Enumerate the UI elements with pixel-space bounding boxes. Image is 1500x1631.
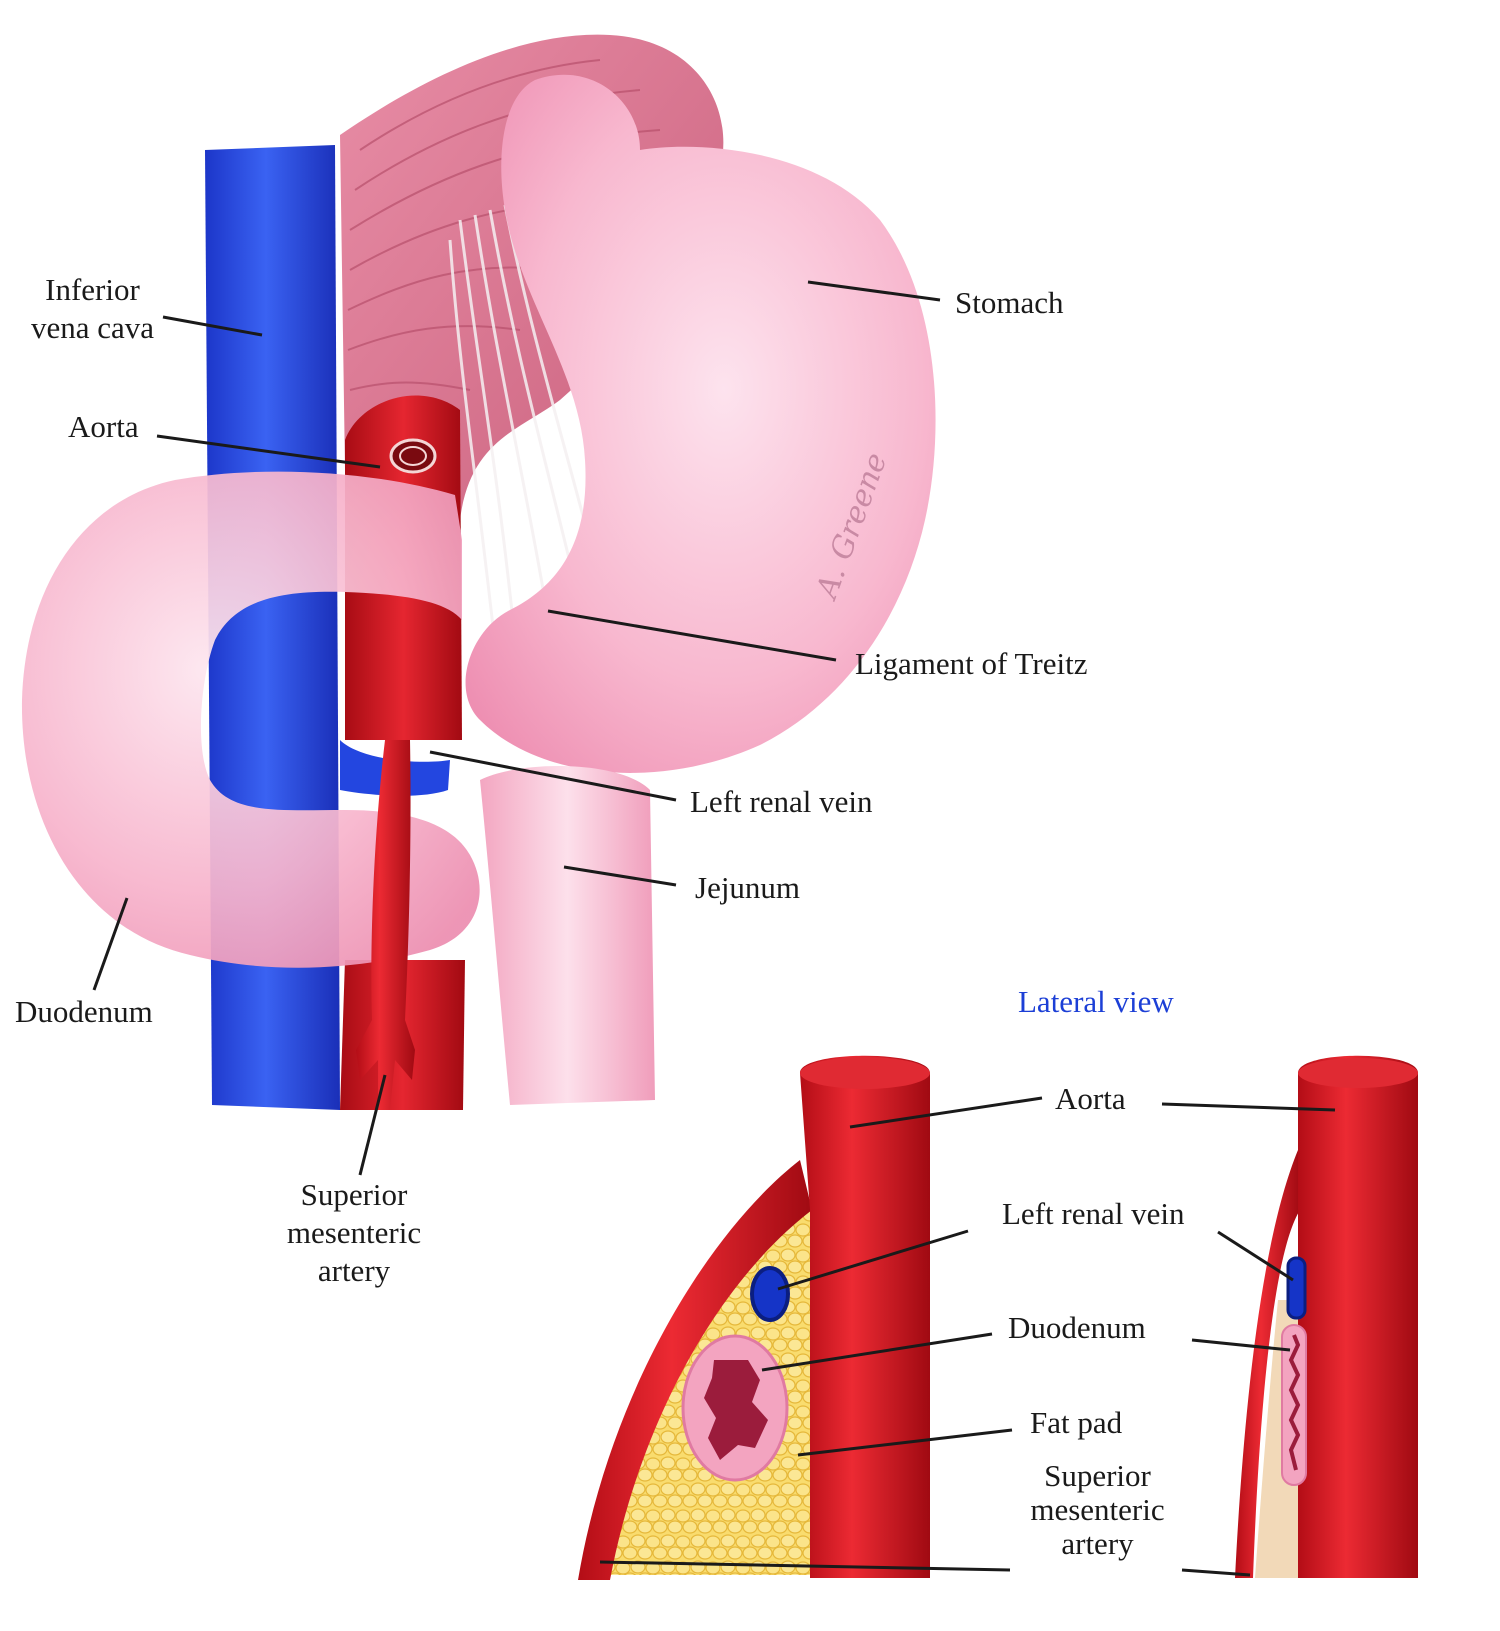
- stomach: [465, 74, 936, 773]
- label-aorta: Aorta: [68, 409, 139, 444]
- lateral-label-aorta: Aorta: [1055, 1081, 1126, 1116]
- lateral-label-left-renal-vein: Left renal vein: [1002, 1196, 1185, 1231]
- lateral-right-duodenum: [1281, 1324, 1307, 1486]
- label-superior-mesenteric-artery: Superior mesenteric artery: [286, 1177, 422, 1288]
- main-view: A. Greene: [21, 34, 941, 1176]
- duodenum: [21, 471, 480, 968]
- lateral-right-renal-vein: [1286, 1256, 1307, 1320]
- lateral-label-superior-mesenteric-artery: Superior mesenteric artery: [1030, 1458, 1165, 1561]
- label-duodenum: Duodenum: [15, 994, 153, 1029]
- lateral-aorta: [800, 1055, 930, 1578]
- aorta-lumen: [389, 438, 437, 474]
- lateral-sma: [578, 1160, 812, 1580]
- superior-mesenteric-artery: [356, 740, 415, 1110]
- lateral-right-aorta: [1298, 1055, 1418, 1578]
- lateral-label-fat-pad: Fat pad: [1030, 1405, 1123, 1440]
- jejunum: [480, 766, 655, 1105]
- lateral-view-title: Lateral view: [1018, 984, 1174, 1019]
- lateral-leader-lines: [599, 1096, 1336, 1577]
- label-jejunum: Jejunum: [695, 870, 801, 905]
- label-ligament-of-treitz: Ligament of Treitz: [855, 646, 1088, 681]
- label-inferior-vena-cava: Inferior vena cava: [30, 272, 155, 345]
- main-leader-lines: [92, 280, 941, 1176]
- label-stomach: Stomach: [955, 285, 1064, 320]
- lateral-right-sma: [1235, 1150, 1300, 1578]
- label-left-renal-vein: Left renal vein: [690, 784, 873, 819]
- lateral-view-left: [578, 1055, 930, 1580]
- lateral-label-duodenum: Duodenum: [1008, 1310, 1146, 1345]
- lateral-view-right: [1235, 1055, 1418, 1578]
- lateral-left-renal-vein: [750, 1266, 790, 1322]
